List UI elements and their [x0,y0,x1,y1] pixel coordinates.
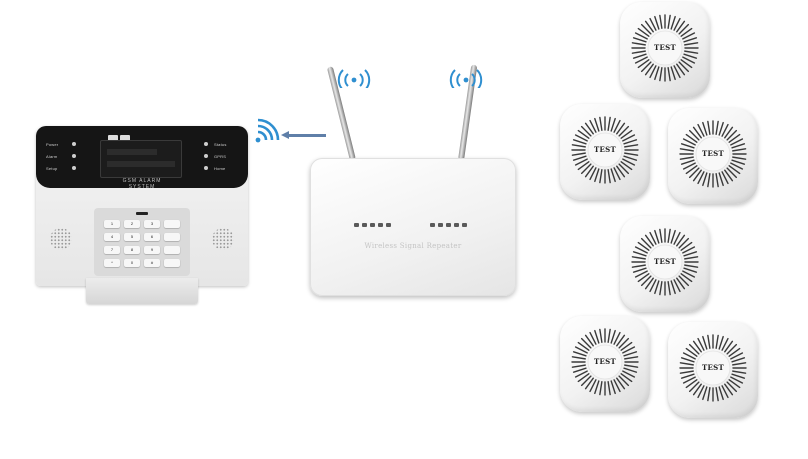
wifi-signal-icon [337,69,371,88]
wireless-signal-repeater: Wireless Signal Repeater [310,158,516,296]
key-star[interactable]: * [104,259,120,267]
panel-brand-text: GSM ALARM SYSTEM [122,178,162,190]
key-function-2[interactable] [164,233,180,241]
test-button[interactable] [587,132,623,168]
smoke-detector: TEST [668,322,758,418]
key-function-3[interactable] [164,246,180,254]
repeater-led-group-left [354,214,394,232]
panel-right-label-2: GPRS [214,154,227,159]
panel-logo-icons [108,130,132,148]
keypad-flap-handle [136,212,148,215]
test-button-label: TEST [653,43,676,52]
gprs-indicator-icon [204,154,208,158]
panel-left-label-3: Setup [46,166,58,171]
panel-right-label-1: Status [214,142,227,147]
gsm-alarm-panel: Power Alarm Setup Status GPRS Home GSM A… [36,126,248,304]
test-button-label: TEST [653,257,676,266]
key-9[interactable]: 9 [144,246,160,254]
panel-lcd-display [100,140,182,178]
detector-vent-pattern [631,14,699,82]
arrow-left-icon [288,134,326,137]
repeater-label: Wireless Signal Repeater [364,242,462,250]
smoke-detector: TEST [620,2,710,98]
key-hash[interactable]: # [144,259,160,267]
key-8[interactable]: 8 [124,246,140,254]
power-indicator-icon [72,142,76,146]
smoke-detector: TEST [620,216,710,312]
repeater-led-group-right [430,214,470,232]
key-0[interactable]: 0 [124,259,140,267]
keypad-cover-flap [86,278,198,304]
right-speaker-grille [212,228,234,250]
key-6[interactable]: 6 [144,233,160,241]
key-3[interactable]: 3 [144,220,160,228]
panel-top-bezel: Power Alarm Setup Status GPRS Home [36,126,248,188]
test-button[interactable] [695,350,731,386]
detector-vent-pattern [571,328,639,396]
key-function-1[interactable] [164,220,180,228]
key-1[interactable]: 1 [104,220,120,228]
key-5[interactable]: 5 [124,233,140,241]
detector-vent-pattern [679,120,747,188]
test-button-label: TEST [701,149,724,158]
detector-vent-pattern [571,116,639,184]
status-indicator-icon [204,142,208,146]
panel-left-label-2: Alarm [46,154,58,159]
panel-left-label-1: Power [46,142,59,147]
key-7[interactable]: 7 [104,246,120,254]
left-speaker-grille [50,228,72,250]
setup-indicator-icon [72,166,76,170]
test-button[interactable] [647,30,683,66]
test-button[interactable] [647,244,683,280]
key-2[interactable]: 2 [124,220,140,228]
test-button-label: TEST [593,145,616,154]
panel-keypad: 1 2 3 4 5 6 7 8 9 * 0 # [94,208,190,276]
wifi-signal-icon [449,69,483,88]
test-button-label: TEST [701,363,724,372]
test-button[interactable] [587,344,623,380]
smoke-detector: TEST [560,104,650,200]
key-4[interactable]: 4 [104,233,120,241]
detector-vent-pattern [679,334,747,402]
test-button-label: TEST [593,357,616,366]
home-indicator-icon [204,166,208,170]
panel-right-label-3: Home [214,166,226,171]
alarm-indicator-icon [72,154,76,158]
wifi-signal-icon [255,118,280,143]
smoke-detector: TEST [560,316,650,412]
key-function-4[interactable] [164,259,180,267]
detector-vent-pattern [631,228,699,296]
arrow-head-icon [281,131,289,139]
test-button[interactable] [695,136,731,172]
smoke-detector: TEST [668,108,758,204]
